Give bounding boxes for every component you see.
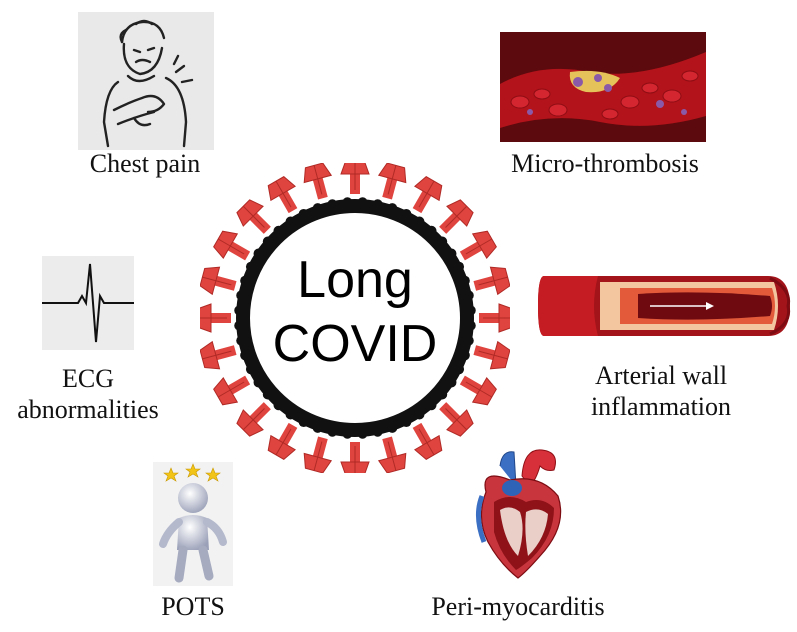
virus-spike bbox=[213, 375, 251, 406]
center-title-line2: COVID bbox=[272, 315, 438, 373]
artery-cross-section-icon bbox=[538, 276, 791, 336]
artery-image bbox=[538, 270, 792, 342]
heart-icon bbox=[476, 449, 562, 579]
pots-text: POTS bbox=[161, 592, 225, 621]
virus-spike bbox=[340, 442, 370, 473]
virus-diagram bbox=[200, 163, 510, 473]
virus-spike bbox=[412, 176, 443, 214]
arterial-label-line1: Arterial wall bbox=[594, 361, 728, 390]
virus-spike bbox=[200, 303, 231, 333]
chest-pain-person-icon bbox=[102, 19, 194, 148]
virus-spike bbox=[439, 402, 474, 437]
pots-image bbox=[153, 462, 233, 586]
chest-pain-text: Chest pain bbox=[89, 149, 201, 178]
ecg-label-line1: ECG bbox=[62, 364, 114, 393]
virus-core bbox=[251, 214, 459, 422]
virus-spike bbox=[267, 422, 298, 460]
arterial-label-line2: inflammation bbox=[590, 392, 732, 421]
peri-myocarditis-text: Peri-myocarditis bbox=[431, 592, 605, 621]
virus-spike bbox=[439, 199, 474, 234]
ecg-label-line2: abnormalities bbox=[17, 395, 159, 424]
virus-spike bbox=[377, 436, 407, 473]
virus-spike bbox=[473, 266, 510, 296]
chest-pain-image bbox=[78, 12, 214, 150]
micro-thrombosis-label: Micro-thrombosis bbox=[480, 148, 730, 179]
virus-spike bbox=[340, 163, 370, 194]
virus-spike bbox=[377, 163, 407, 200]
arterial-label: Arterial wall inflammation bbox=[570, 360, 752, 422]
ecg-image bbox=[42, 256, 134, 350]
ecg-waveform-icon bbox=[42, 263, 134, 343]
center-title-line1: Long bbox=[297, 251, 413, 309]
virus-spike bbox=[459, 375, 497, 406]
virus-spike bbox=[213, 230, 251, 261]
virus-spike bbox=[236, 199, 271, 234]
ecg-label: ECG abnormalities bbox=[0, 363, 176, 425]
virus-spike bbox=[303, 436, 333, 473]
virus-spike bbox=[459, 230, 497, 261]
virus-spike bbox=[412, 422, 443, 460]
chest-pain-label: Chest pain bbox=[60, 148, 230, 179]
virus-ring bbox=[236, 199, 474, 437]
micro-thrombosis-image bbox=[500, 32, 706, 142]
virus-spike bbox=[479, 303, 510, 333]
heart-image bbox=[470, 446, 572, 582]
virus-spike bbox=[200, 340, 237, 370]
pots-label: POTS bbox=[130, 591, 256, 622]
virus-spike bbox=[236, 402, 271, 437]
peri-myocarditis-label: Peri-myocarditis bbox=[400, 591, 636, 622]
blood-vessel-clot-icon bbox=[500, 52, 706, 128]
micro-thrombosis-text: Micro-thrombosis bbox=[511, 149, 699, 178]
dizzy-figure-icon bbox=[159, 463, 227, 583]
coronavirus-icon bbox=[200, 163, 510, 473]
virus-spike bbox=[200, 266, 237, 296]
virus-spike bbox=[267, 176, 298, 214]
virus-spike bbox=[473, 340, 510, 370]
center-title: Long COVID bbox=[240, 248, 470, 376]
virus-spike bbox=[303, 163, 333, 200]
